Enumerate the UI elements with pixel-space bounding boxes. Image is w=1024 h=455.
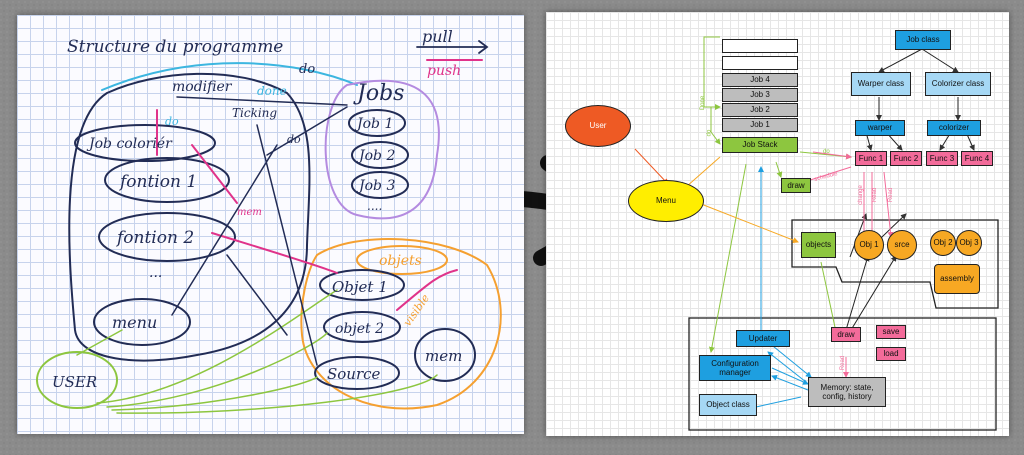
sketch-cyan-arc <box>101 62 358 91</box>
obj1-node: Obj 1 <box>854 230 884 260</box>
warper-node: warper <box>855 120 905 136</box>
sketch-drawing: Structure du programme do pull push modi… <box>36 27 502 414</box>
menu-node: Menu <box>628 180 704 222</box>
sketch-objet2-ellipse <box>323 311 401 343</box>
sketch-job2-ellipse <box>351 141 409 169</box>
sketch-job-colorier: Job coloriér <box>86 136 173 152</box>
sketch-fonction2-ellipse <box>98 212 236 262</box>
edge-label-read1: Read <box>872 187 879 203</box>
sketch-mem-ellipse <box>414 328 476 382</box>
sketch-do-top: do <box>299 62 315 77</box>
sketch-dots: ... <box>149 265 162 281</box>
job-class-node: Job class <box>895 30 951 50</box>
objects-group-outline <box>791 219 999 309</box>
draw-green-node: draw <box>781 178 811 193</box>
sketch-jobcolor-ellipse <box>74 124 216 162</box>
edge-label-change: change <box>857 185 864 205</box>
sketch-job1-ellipse <box>348 109 406 137</box>
load-node: load <box>876 347 906 361</box>
sketch-object1-ellipse <box>319 269 405 301</box>
srce-node: srce <box>887 230 917 260</box>
user-node: User <box>565 105 631 147</box>
edge-label-do-stack: do <box>706 129 713 137</box>
job-stack-item-2: Job 2 <box>722 103 798 117</box>
job-stack-label: Job Stack <box>722 137 798 153</box>
draw-pink-node: draw <box>831 327 861 342</box>
sketch-objets: objets <box>379 253 422 269</box>
sketch-menu-ellipse <box>93 298 191 346</box>
sketch-outer-loop <box>68 72 311 362</box>
sketch-fonction1-ellipse <box>104 157 230 203</box>
sketch-job3: Job 3 <box>356 178 395 194</box>
sketch-jobs: Jobs <box>353 81 404 106</box>
sketch-objet2: objet 2 <box>335 321 384 337</box>
func4-node: Func 4 <box>961 151 993 166</box>
sketch-objets-ellipse <box>356 245 448 275</box>
sketch-title: Structure du programme <box>67 37 283 57</box>
sketch-objects-blob <box>300 237 502 410</box>
sketch-job2: Job 2 <box>356 148 395 164</box>
sketch-green-arrows <box>76 289 438 414</box>
sketch-pink-arrows <box>156 59 483 311</box>
job-stack-item-4: Job 4 <box>722 73 798 87</box>
sketch-done: done <box>257 84 287 98</box>
sketch-source: Source <box>327 365 381 383</box>
sketch-user: USER <box>52 373 97 391</box>
sketch-jobs-blob <box>324 79 440 220</box>
sketch-dark-arrows <box>171 96 348 366</box>
job-stack-slot-1 <box>722 39 798 53</box>
sketch-object1: Objet 1 <box>332 278 388 296</box>
memory-node: Memory: state, config, history <box>808 377 886 407</box>
func3-node: Func 3 <box>926 151 958 166</box>
hand-drawn-sketch: Structure du programme do pull push modi… <box>17 15 524 434</box>
sketch-mem: mem <box>425 347 462 365</box>
config-manager-node: Configuration manager <box>699 355 771 381</box>
sketch-modifier: modifier <box>172 79 233 95</box>
objects-node: objects <box>801 232 836 258</box>
architecture-diagram: Job 4 Job 3 Job 2 Job 1 Job Stack User M… <box>546 12 1009 436</box>
colorizer-class-node: Colorizer class <box>925 72 991 96</box>
colorizer-node: colorizer <box>927 120 981 136</box>
bottom-group-outline <box>688 317 997 431</box>
edge-label-do-func: do <box>823 149 830 155</box>
sketch-fonction1: fontion 1 <box>118 172 197 192</box>
sketch-menu: menu <box>112 313 157 332</box>
warper-class-node: Warper class <box>851 72 911 96</box>
sketch-source-ellipse <box>314 356 400 390</box>
edge-label-read2: Read <box>888 187 895 203</box>
object-class-node: Object class <box>699 394 757 416</box>
sketch-mem-small: mem <box>237 207 262 218</box>
sketch-pull: pull <box>422 27 453 46</box>
sketch-do-left: do <box>165 115 179 128</box>
edge-label-done: Done <box>700 95 707 111</box>
sketch-visible: visible <box>401 291 433 328</box>
func1-node: Func 1 <box>855 151 887 166</box>
save-node: save <box>876 325 906 339</box>
sketch-user-ellipse <box>36 351 118 409</box>
assembly-node: assembly <box>934 264 980 294</box>
func2-node: Func 2 <box>890 151 922 166</box>
edge-label-read3: Read <box>840 355 847 371</box>
sketch-pull-arrow <box>416 40 489 54</box>
obj2-node: Obj 2 <box>930 230 956 256</box>
job-stack-item-1: Job 1 <box>722 118 798 132</box>
job-stack-slot-2 <box>722 56 798 70</box>
sketch-ds: do <box>287 133 301 146</box>
updater-node: Updater <box>736 330 790 347</box>
sketch-push: push <box>427 63 461 79</box>
sketch-fonction2: fontion 2 <box>115 228 194 248</box>
job-stack-item-3: Job 3 <box>722 88 798 102</box>
sketch-ticking: Ticking <box>232 106 277 120</box>
sketch-jobs-dots: .... <box>367 199 382 213</box>
sketch-job1: Job 1 <box>354 116 393 132</box>
obj3-node: Obj 3 <box>956 230 982 256</box>
sketch-job3-ellipse <box>351 171 409 199</box>
